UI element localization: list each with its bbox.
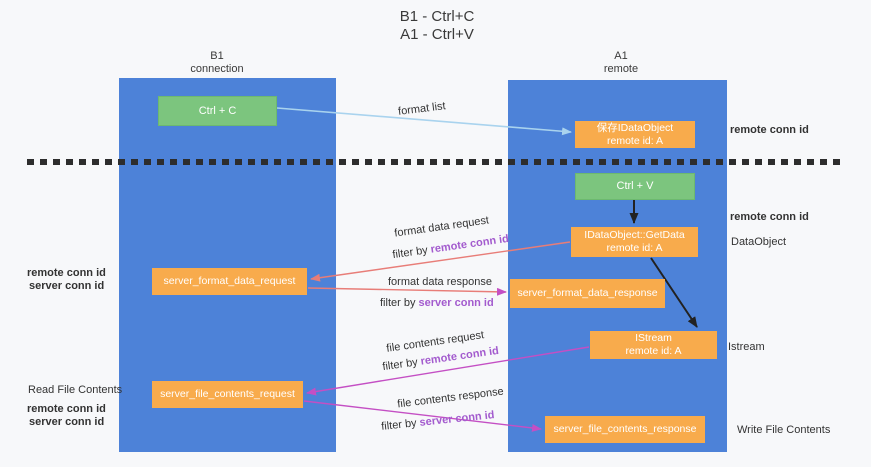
ctrl-c-node: Ctrl + C [158,96,277,126]
lane-a1-subtitle: remote [603,63,639,75]
save-idataobject-line2: remote id: A [606,134,664,147]
format-data-response-label: format data response [388,276,492,288]
diagram-title: B1 - Ctrl+C A1 - Ctrl+V [337,8,537,44]
server-file-contents-response-node: server_file_contents_response [545,416,705,443]
idataobject-getdata-node: IDataObject::GetData remote id: A [571,227,698,257]
format-data-request-arrow [310,241,571,282]
server-file-contents-response-label: server_file_contents_response [553,423,697,435]
getdata-line2: remote id: A [606,242,663,254]
ctrl-c-label: Ctrl + C [198,104,237,117]
istream-line2: remote id: A [625,345,682,357]
getdata-to-istream-arrow [650,257,698,328]
remote-conn-id-label-top-right: remote conn id [730,124,809,136]
file-contents-request-arrow [306,346,590,396]
remote-conn-id-label-left-2: remote conn id [27,403,106,415]
server-conn-id-highlight: server conn id [418,297,494,309]
ctrl-v-node: Ctrl + V [575,173,695,200]
lane-b1-subtitle: connection [190,63,244,75]
ctrl-v-label: Ctrl + V [616,180,654,192]
lane-header-a1: A1 remote [561,50,681,76]
save-idataobject-line1: 保存IDataObject [596,121,674,134]
lane-b1-title: B1 [210,50,224,62]
format-data-response-arrow [307,287,507,296]
save-idataobject-node: 保存IDataObject remote id: A [575,121,695,148]
remote-conn-id-label-mid-right: remote conn id [730,211,809,223]
getdata-line1: IDataObject::GetData [584,229,685,241]
server-file-contents-request-node: server_file_contents_request [152,381,303,408]
server-format-data-request-label: server_format_data_request [163,275,296,287]
istream-node: IStream remote id: A [590,331,717,359]
filter-by-text: filter by [380,297,419,309]
server-format-data-request-node: server_format_data_request [152,268,307,295]
server-conn-id-label-left-2: server conn id [29,416,105,428]
title-line-b1: B1 - Ctrl+C [399,8,475,25]
format-data-response-filter-label: filter by server conn id [380,297,494,309]
istream-line1: IStream [635,332,672,344]
file-contents-response-arrow [303,400,542,432]
istream-side-label: Istream [728,341,765,353]
server-format-data-response-label: server_format_data_response [517,287,658,299]
write-file-contents-label: Write File Contents [737,424,831,436]
read-file-contents-label: Read File Contents [28,384,123,396]
format-list-arrow [276,107,572,136]
server-file-contents-request-label: server_file_contents_request [160,388,295,400]
title-line-a1: A1 - Ctrl+V [400,26,474,43]
dataobject-label: DataObject [731,236,787,248]
lane-header-b1: B1 connection [157,50,277,76]
lane-a1-title: A1 [614,50,628,62]
server-format-data-response-node: server_format_data_response [510,279,665,308]
server-conn-id-label-left-1: server conn id [29,280,105,292]
remote-conn-id-label-left-1: remote conn id [27,267,106,279]
